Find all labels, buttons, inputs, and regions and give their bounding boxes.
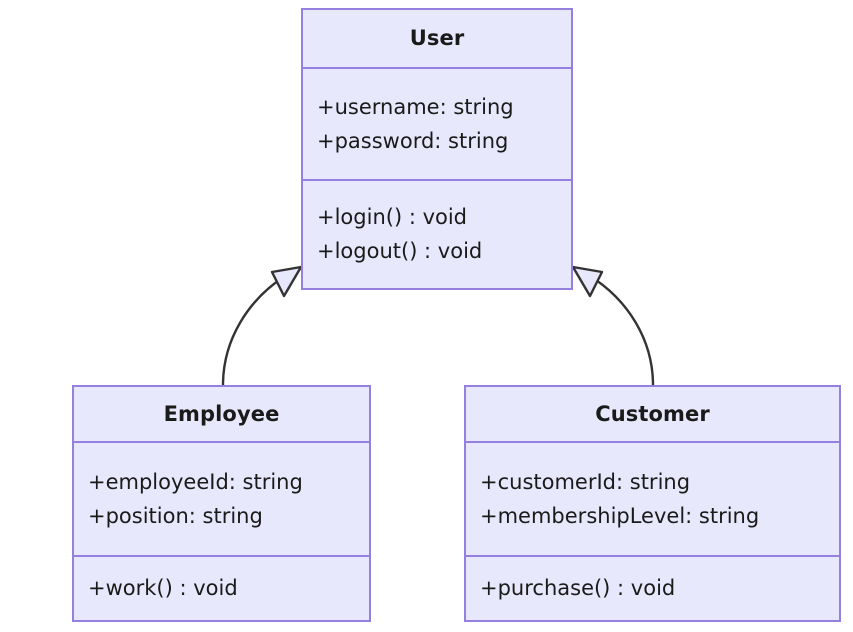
class-name-employee: Employee	[163, 401, 280, 426]
generalization-edge-employee-to-user	[221, 265, 303, 387]
class-operations-customer: +purchase() : void	[466, 554, 839, 620]
class-attribute: +membershipLevel: string	[480, 503, 760, 528]
class-name-customer: Customer	[595, 401, 710, 426]
class-attributes-user: +username: string +password: string	[303, 66, 571, 179]
hollow-triangle-arrowhead-employee	[270, 265, 303, 298]
class-attribute: +customerId: string	[480, 469, 691, 494]
class-operation: +purchase() : void	[480, 576, 676, 601]
class-operations-employee: +work() : void	[74, 554, 369, 620]
class-attribute: +position: string	[88, 503, 263, 528]
class-box-employee[interactable]: Employee +employeeId: string +position: …	[72, 385, 371, 622]
class-box-user[interactable]: User +username: string +password: string…	[301, 8, 573, 290]
class-operation: +logout() : void	[317, 239, 483, 264]
class-box-customer[interactable]: Customer +customerId: string +membership…	[464, 385, 841, 622]
class-attributes-employee: +employeeId: string +position: string	[74, 440, 369, 555]
class-operation: +login() : void	[317, 205, 468, 230]
class-attribute: +password: string	[317, 128, 509, 153]
class-name-user: User	[409, 26, 465, 51]
hollow-triangle-arrowhead-customer	[571, 265, 604, 298]
class-attribute: +employeeId: string	[88, 469, 303, 494]
class-attributes-customer: +customerId: string +membershipLevel: st…	[466, 440, 839, 555]
class-attribute: +username: string	[317, 94, 514, 119]
generalization-edge-customer-to-user	[571, 265, 655, 387]
class-operations-user: +login() : void +logout() : void	[303, 178, 571, 288]
generalization-line-employee	[221, 274, 287, 387]
generalization-line-customer	[588, 274, 655, 387]
class-operation: +work() : void	[88, 576, 238, 601]
